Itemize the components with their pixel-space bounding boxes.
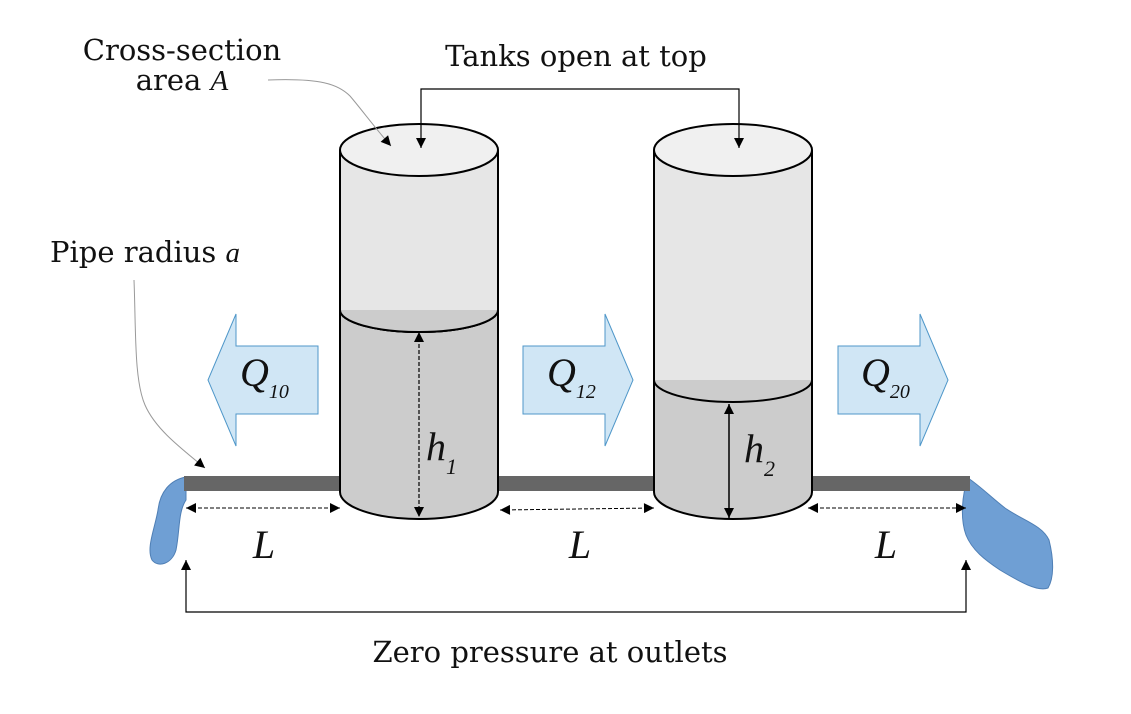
pipe-radius-leader bbox=[133, 279, 206, 469]
segment-1-length: L bbox=[252, 522, 275, 567]
zero-pressure-label: Zero pressure at outlets bbox=[372, 635, 727, 669]
zero-pressure-bracket bbox=[181, 560, 971, 613]
flow-arrow-q12 bbox=[522, 313, 634, 447]
flow-arrow-q10 bbox=[207, 313, 319, 447]
cross-section-label-line2: area A bbox=[136, 63, 229, 97]
tanks-open-bracket bbox=[416, 88, 744, 148]
pipe bbox=[184, 476, 970, 491]
pipe-radius-label: Pipe radius a bbox=[50, 235, 240, 269]
segment-3-length: L bbox=[874, 522, 897, 567]
flow-label-q20: Q20 bbox=[861, 350, 910, 403]
tank-2-top-opening bbox=[653, 123, 813, 177]
cross-section-label-line1: Cross-section bbox=[83, 33, 281, 67]
height-label-h1: h1 bbox=[426, 424, 457, 479]
tank-2 bbox=[653, 123, 813, 520]
flow-arrow-q20 bbox=[837, 313, 949, 447]
segment-2-length: L bbox=[568, 522, 591, 567]
left-outlet-water bbox=[149, 476, 187, 565]
height-label-h2: h2 bbox=[744, 426, 775, 481]
segment-2-arrow bbox=[499, 503, 655, 515]
flow-label-q10: Q10 bbox=[240, 350, 289, 403]
right-outlet-water bbox=[961, 477, 1054, 590]
flow-label-q12: Q12 bbox=[547, 350, 596, 403]
tank-1-top-opening bbox=[339, 123, 499, 177]
tanks-open-label: Tanks open at top bbox=[445, 39, 707, 73]
cross-section-leader bbox=[267, 79, 392, 147]
tank-2-fluid-surface bbox=[653, 379, 813, 403]
